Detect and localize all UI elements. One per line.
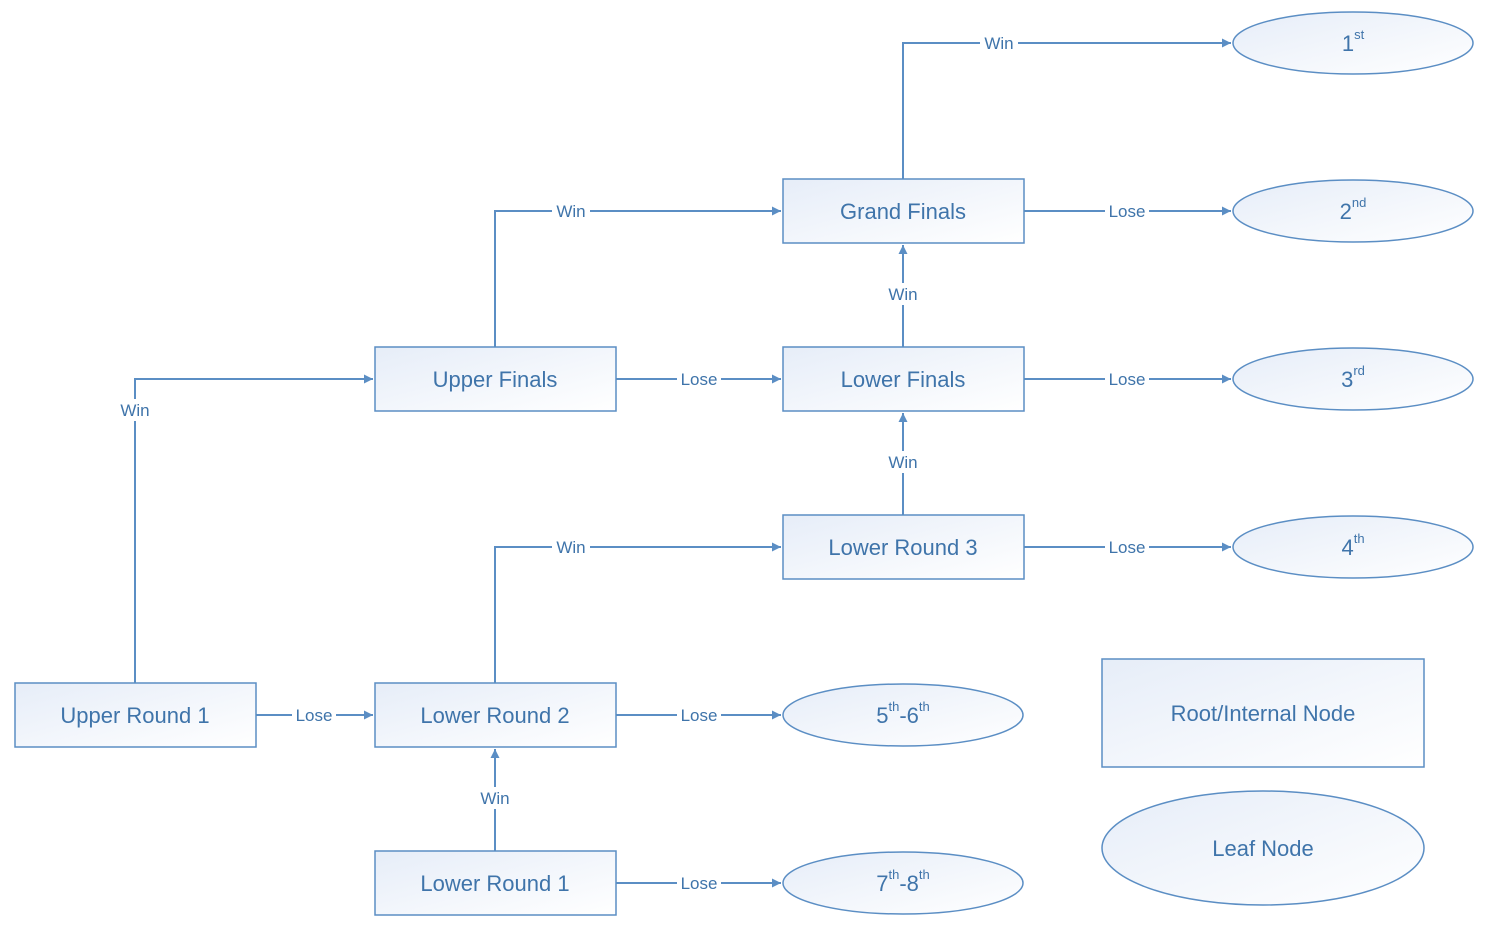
edge-label-lose: Lose: [1109, 370, 1146, 389]
edge-label-lose: Lose: [1109, 202, 1146, 221]
leaf-fourth-place: 4th: [1232, 515, 1474, 579]
leaf-label: 3rd: [1341, 363, 1365, 392]
leaf-third-place: 3rd: [1232, 347, 1474, 411]
edge-lr2-lr3: [494, 542, 781, 683]
edge-label-win: Win: [888, 453, 917, 472]
edge-uf-gf: [494, 206, 781, 347]
edge-label-lose: Lose: [1109, 538, 1146, 557]
leaf-label: 5th-6th: [876, 699, 930, 728]
legend-internal-label: Root/Internal Node: [1171, 701, 1356, 726]
node-label: Upper Finals: [433, 367, 558, 392]
leaf-second-place: 2nd: [1232, 179, 1474, 243]
node-label: Upper Round 1: [60, 703, 209, 728]
node-lower-finals: Lower Finals: [782, 346, 1025, 412]
leaf-fifth-sixth-place: 5th-6th: [782, 683, 1024, 747]
node-lower-round-1: Lower Round 1: [374, 850, 617, 916]
legend-leaf-label: Leaf Node: [1212, 836, 1314, 861]
edge-label-lose: Lose: [296, 706, 333, 725]
leaf-label: 7th-8th: [876, 867, 930, 896]
edge-label-win: Win: [480, 789, 509, 808]
leaf-nodes: 1st 2nd 3rd 4th 5th-6th 7th-8th: [782, 11, 1474, 915]
edge-ur1-uf: [134, 374, 373, 683]
edge-label-lose: Lose: [681, 370, 718, 389]
edge-labels: Win Lose Win Lose Win Lose Win Lose Win …: [116, 32, 1149, 894]
node-label: Lower Finals: [841, 367, 966, 392]
node-label: Grand Finals: [840, 199, 966, 224]
edge-label-win: Win: [556, 202, 585, 221]
edge-label-lose: Lose: [681, 874, 718, 893]
leaf-label: 4th: [1341, 531, 1364, 560]
node-upper-finals: Upper Finals: [374, 346, 617, 412]
node-label: Lower Round 1: [420, 871, 569, 896]
edge-label-win: Win: [120, 401, 149, 420]
leaf-seventh-eighth-place: 7th-8th: [782, 851, 1024, 915]
node-label: Lower Round 2: [420, 703, 569, 728]
legend-leaf-node: Leaf Node: [1101, 790, 1425, 906]
edge-label-win: Win: [888, 285, 917, 304]
node-upper-round-1: Upper Round 1: [14, 682, 257, 748]
leaf-label: 2nd: [1340, 195, 1367, 224]
edge-label-win: Win: [984, 34, 1013, 53]
leaf-first-place: 1st: [1232, 11, 1474, 75]
internal-nodes: Upper Round 1 Upper Finals Grand Finals …: [14, 178, 1025, 916]
node-label: Lower Round 3: [828, 535, 977, 560]
edge-label-lose: Lose: [681, 706, 718, 725]
legend-internal-node: Root/Internal Node: [1101, 658, 1425, 768]
leaf-label: 1st: [1342, 27, 1365, 56]
edge-label-win: Win: [556, 538, 585, 557]
edges: [134, 38, 1231, 888]
node-lower-round-3: Lower Round 3: [782, 514, 1025, 580]
node-grand-finals: Grand Finals: [782, 178, 1025, 244]
node-lower-round-2: Lower Round 2: [374, 682, 617, 748]
legend: Root/Internal Node Leaf Node: [1101, 658, 1425, 906]
edge-gf-1st: [902, 38, 1231, 179]
